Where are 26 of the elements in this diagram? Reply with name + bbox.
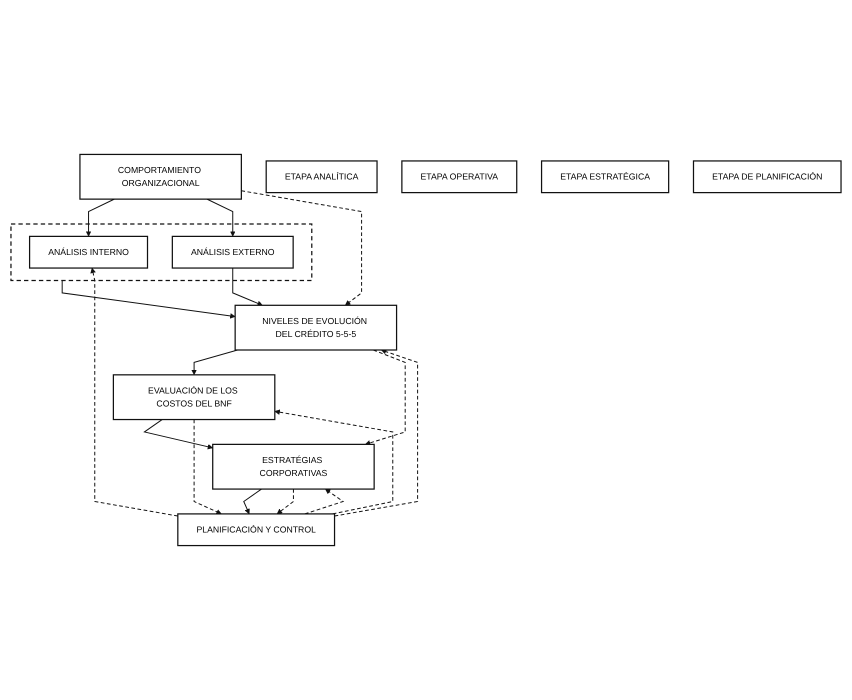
node-box: EVALUACIÓN DE LOS COSTOS DEL BNF: [112, 374, 276, 420]
node-box: ESTRATÉGIAS CORPORATIVAS: [212, 444, 375, 490]
arrow: [276, 488, 294, 514]
arrow: [86, 198, 115, 237]
arrow: [62, 280, 236, 319]
cluster: [10, 223, 312, 282]
node-box: NIVELES DE EVOLUCIÓN DEL CRÉDITO 5-5-5: [234, 304, 398, 351]
node-box: ETAPA DE PLANIFICACIÓN: [692, 160, 842, 194]
node-box: ETAPA ANALÍTICA: [266, 160, 378, 194]
arrow: [143, 419, 213, 450]
arrow: [90, 268, 178, 517]
arrow: [194, 419, 222, 514]
node-box: COMPORTAMIENTO ORGANIZACIONAL: [79, 154, 242, 200]
node-box: ETAPA OPERATIVA: [401, 160, 518, 194]
node-box: ANÁLISIS INTERNO: [28, 236, 148, 269]
node-box: ETAPA ESTRATÉGICA: [540, 160, 670, 194]
arrow: [191, 350, 238, 376]
arrow: [240, 190, 362, 306]
node-box: PLANIFICACIÓN Y CONTROL: [177, 513, 336, 546]
arrow: [243, 488, 262, 514]
arrow: [365, 350, 406, 446]
arrow: [334, 349, 418, 517]
arrow: [232, 268, 263, 306]
node-box: ANÁLISIS EXTERNO: [172, 236, 294, 269]
arrow: [274, 409, 394, 514]
arrow: [206, 198, 236, 237]
